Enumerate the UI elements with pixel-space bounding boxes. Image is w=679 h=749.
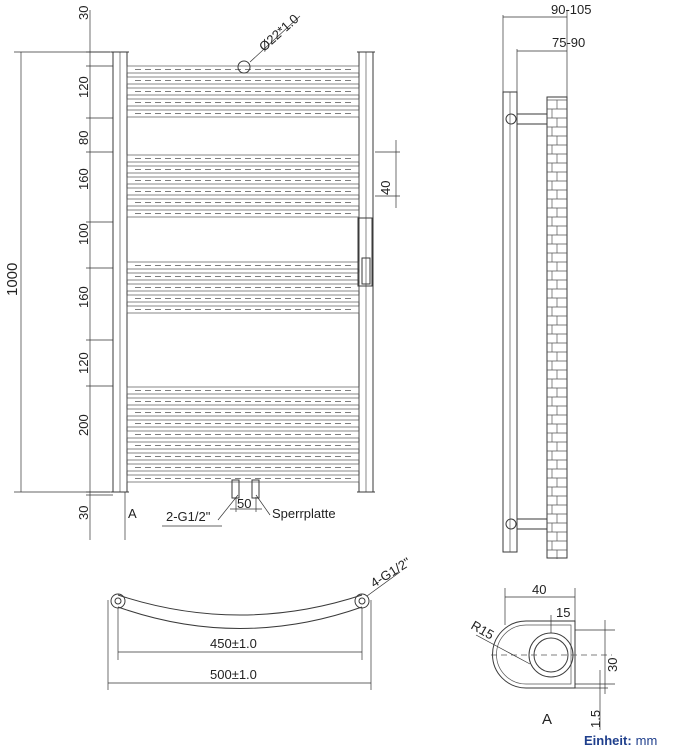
unit-note: Einheit: mm (584, 733, 657, 748)
unit-value: mm (636, 733, 658, 748)
center-width-label: 450±1.0 (210, 636, 257, 651)
bar (126, 419, 360, 428)
section-thickness-label: 1.5 (588, 710, 603, 728)
side-view: 90-105 75-90 (502, 2, 591, 559)
bar (126, 452, 360, 461)
bar (126, 294, 360, 303)
bar (126, 154, 360, 163)
valve-knob (361, 257, 371, 285)
bracket-top (516, 113, 548, 125)
spacing-label: 30 (76, 6, 91, 20)
bottom-connection-left (110, 593, 126, 609)
bottom-connection-right (354, 593, 370, 609)
wall-bricks (547, 99, 567, 559)
spacing-label: 80 (76, 131, 91, 145)
valve-housing (357, 217, 373, 287)
bar (126, 165, 360, 174)
section-profile (492, 620, 576, 689)
spacing-label: 160 (76, 168, 91, 190)
section-width-label: 40 (532, 582, 546, 597)
bar (126, 430, 360, 439)
unit-label: Einheit: (584, 733, 632, 748)
bar (126, 305, 360, 314)
bar (126, 187, 360, 196)
bottom-view: 4-G1/2" 450±1.0 500±1.0 (107, 554, 414, 690)
pipe-diameter-label: Ø22*1.0 (256, 11, 301, 54)
connection-right (251, 479, 260, 499)
front-section-label: A (128, 506, 137, 521)
bar (126, 441, 360, 450)
bar (126, 463, 360, 472)
spacing-label: 120 (76, 352, 91, 374)
bar (126, 261, 360, 270)
bar (126, 87, 360, 96)
total-width-label: 500±1.0 (210, 667, 257, 682)
depth-outer-label: 90-105 (551, 2, 591, 17)
bar-spacing-label: 40 (378, 181, 393, 195)
connection-spacing-label: 50 (237, 496, 251, 511)
bar (126, 209, 360, 218)
bar (126, 408, 360, 417)
bar (126, 65, 360, 74)
bar (126, 397, 360, 406)
section-height-label: 30 (605, 658, 620, 672)
bar (126, 109, 360, 118)
depth-inner-label: 75-90 (552, 35, 585, 50)
svg-text:Einheit:mm: Einheit: mm (584, 733, 657, 748)
spacing-label: 30 (76, 506, 91, 520)
bar (126, 98, 360, 107)
connection-thread-label: 2-G1/2" (166, 509, 211, 524)
total-height-label: 1000 (4, 263, 21, 296)
bar (126, 272, 360, 281)
bar (126, 198, 360, 207)
lock-plate-label: Sperrplatte (272, 506, 336, 521)
curved-bar (117, 594, 363, 616)
bar (126, 176, 360, 185)
spacing-label: 200 (76, 414, 91, 436)
bar (126, 283, 360, 292)
bar (126, 386, 360, 395)
spacing-label: 160 (76, 286, 91, 308)
section-offset-label: 15 (556, 605, 570, 620)
horizontal-bars (126, 65, 360, 483)
pipe-diameter-marker (237, 60, 251, 74)
bottom-thread-label: 4-G1/2" (368, 554, 414, 590)
left-dimension-labels: 30 120 80 160 100 160 120 200 30 (76, 6, 91, 520)
wall (546, 96, 568, 559)
spacing-label: 120 (76, 76, 91, 98)
bar (126, 474, 360, 483)
bracket-bottom (516, 518, 548, 530)
spacing-label: 100 (76, 223, 91, 245)
section-view-label: A (542, 711, 552, 728)
section-view: 40 15 R15 30 1.5 A (469, 582, 620, 730)
bar (126, 76, 360, 85)
